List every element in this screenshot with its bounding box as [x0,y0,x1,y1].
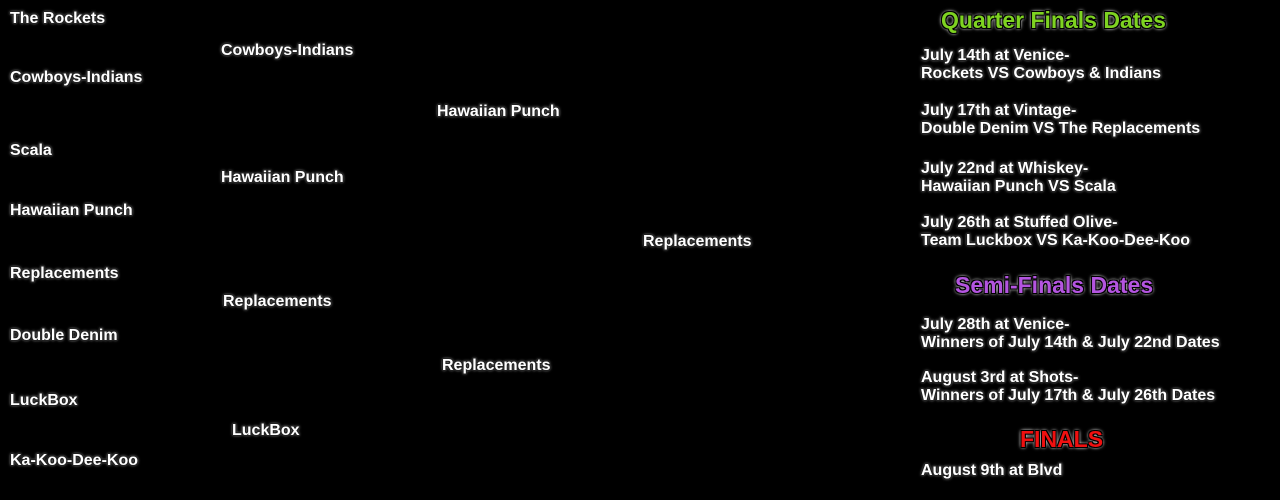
bracket-r1-team-3: Scala [10,142,52,159]
bracket-r3-team-2: Replacements [442,357,551,374]
quarter-date-4-line-1: July 26th at Stuffed Olive- [921,214,1118,231]
semi-date-1-line-1: July 28th at Venice- [921,316,1070,333]
bracket-r1-team-7: LuckBox [10,392,78,409]
bracket-r3-team-1: Hawaiian Punch [437,103,560,120]
bracket-r2-team-3: Replacements [223,293,332,310]
quarter-date-4-line-2: Team Luckbox VS Ka-Koo-Dee-Koo [921,232,1191,249]
bracket-r1-team-6: Double Denim [10,327,118,344]
bracket-r1-team-2: Cowboys-Indians [10,69,143,86]
bracket-r4-team-1: Replacements [643,233,752,250]
quarter-date-1-line-1: July 14th at Venice- [921,47,1070,64]
semi-date-1-line-2: Winners of July 14th & July 22nd Dates [921,334,1220,351]
quarter-date-3-line-1: July 22nd at Whiskey- [921,160,1089,177]
finals-date-1-line-1: August 9th at Blvd [921,462,1063,479]
bracket-r2-team-2: Hawaiian Punch [221,169,344,186]
quarter-date-2-line-2: Double Denim VS The Replacements [921,120,1201,137]
quarter-finals-title: Quarter Finals Dates [941,7,1166,33]
bracket-r1-team-8: Ka-Koo-Dee-Koo [10,452,138,469]
semi-date-2-line-1: August 3rd at Shots- [921,369,1079,386]
bracket-r1-team-4: Hawaiian Punch [10,202,133,219]
quarter-date-1: July 14th at Venice- Rockets VS Cowboys … [921,47,1161,83]
quarter-date-1-line-2: Rockets VS Cowboys & Indians [921,65,1162,82]
quarter-date-2: July 17th at Vintage- Double Denim VS Th… [921,102,1200,138]
bracket-r2-team-4: LuckBox [232,422,300,439]
semi-finals-title: Semi-Finals Dates [955,272,1154,298]
finals-date-1: August 9th at Blvd [921,462,1062,480]
quarter-date-2-line-1: July 17th at Vintage- [921,102,1077,119]
quarter-date-4: July 26th at Stuffed Olive- Team Luckbox… [921,214,1190,250]
semi-date-2: August 3rd at Shots- Winners of July 17t… [921,369,1215,405]
finals-title: FINALS [1020,426,1104,452]
semi-date-2-line-2: Winners of July 17th & July 26th Dates [921,387,1216,404]
quarter-date-3: July 22nd at Whiskey- Hawaiian Punch VS … [921,160,1116,196]
quarter-date-3-line-2: Hawaiian Punch VS Scala [921,178,1116,195]
bracket-r1-team-1: The Rockets [10,10,106,27]
semi-date-1: July 28th at Venice- Winners of July 14t… [921,316,1220,352]
bracket-r2-team-1: Cowboys-Indians [221,42,354,59]
bracket-r1-team-5: Replacements [10,265,119,282]
